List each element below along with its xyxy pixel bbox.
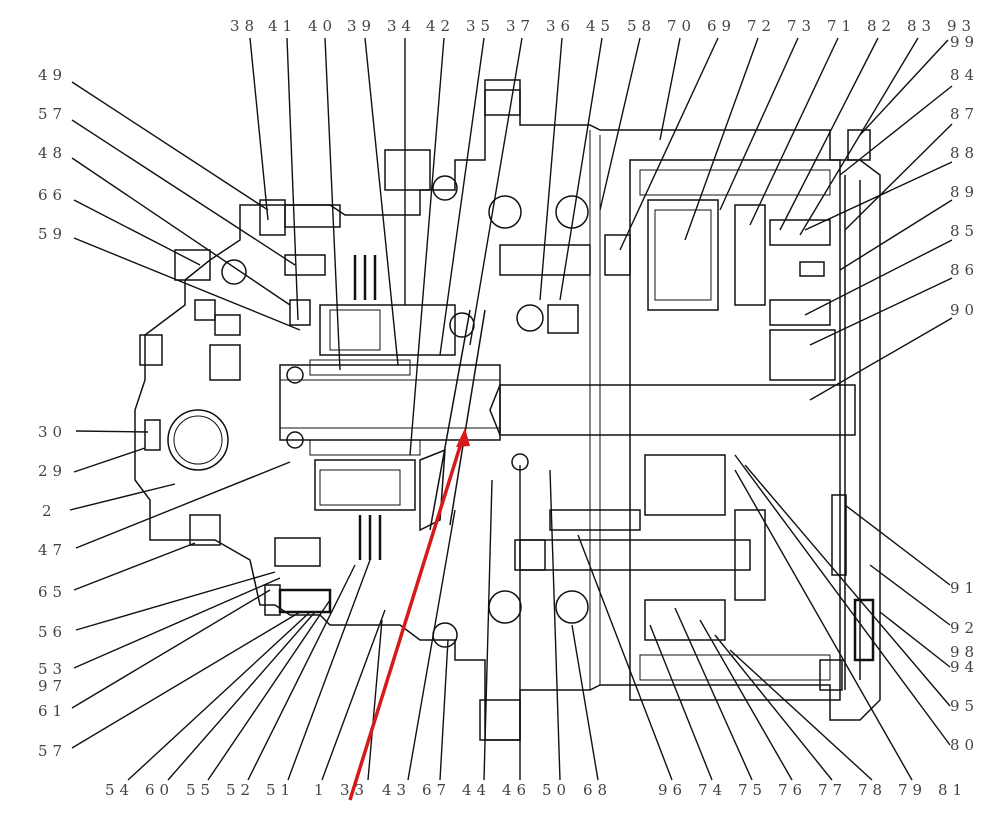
callout-label: 88 xyxy=(950,144,979,162)
main-shaft xyxy=(499,384,856,436)
callout-label: 57 xyxy=(38,105,67,123)
callout-label: 94 xyxy=(950,658,979,676)
callout-label: 70 xyxy=(667,17,696,35)
callout-label: 72 xyxy=(747,17,776,35)
bearing-ball xyxy=(488,195,522,229)
planet-gear-upper xyxy=(647,199,719,311)
callout-label: 90 xyxy=(950,301,979,319)
callout-label: 60 xyxy=(145,781,174,799)
callout-label: 84 xyxy=(950,66,979,84)
callout-label: 77 xyxy=(818,781,847,799)
callout-label: 40 xyxy=(308,17,337,35)
relief-valve xyxy=(274,537,321,567)
callout-label: 99 xyxy=(950,33,979,51)
cylinder-block-lower xyxy=(314,459,416,511)
callout-label: 89 xyxy=(950,183,979,201)
callout-label: 59 xyxy=(38,225,67,243)
callout-label: 86 xyxy=(950,261,979,279)
callout-label: 52 xyxy=(226,781,255,799)
callout-label: 39 xyxy=(347,17,376,35)
callout-label: 69 xyxy=(707,17,736,35)
callout-label: 37 xyxy=(506,17,535,35)
callout-label: 80 xyxy=(950,736,979,754)
callout-label: 46 xyxy=(502,781,531,799)
callout-label: 29 xyxy=(38,462,67,480)
ring-gear-housing xyxy=(629,159,841,701)
callout-label: 30 xyxy=(38,423,67,441)
callout-label: 35 xyxy=(466,17,495,35)
callout-label: 54 xyxy=(105,781,134,799)
callout-label: 67 xyxy=(422,781,451,799)
callout-label: 71 xyxy=(827,17,856,35)
callout-label: 79 xyxy=(898,781,927,799)
callout-label: 48 xyxy=(38,144,67,162)
callout-label: 49 xyxy=(38,66,67,84)
mechanism-drawing xyxy=(134,79,881,741)
callout-label: 96 xyxy=(658,781,687,799)
callout-label: 75 xyxy=(738,781,767,799)
callout-label: 74 xyxy=(698,781,727,799)
callout-label: 45 xyxy=(586,17,615,35)
callout-label: 41 xyxy=(268,17,297,35)
callout-label: 76 xyxy=(778,781,807,799)
callout-label: 57 xyxy=(38,742,67,760)
callout-label: 66 xyxy=(38,186,67,204)
callout-label: 38 xyxy=(230,17,259,35)
callout-label: 73 xyxy=(787,17,816,35)
callout-label: 42 xyxy=(426,17,455,35)
highlight-arrow xyxy=(348,428,470,801)
leader-lines xyxy=(69,37,953,781)
callout-label: 91 xyxy=(950,579,979,597)
callout-label: 87 xyxy=(950,105,979,123)
callout-label: 97 xyxy=(38,677,67,695)
callout-label: 68 xyxy=(583,781,612,799)
callout-label: 95 xyxy=(950,697,979,715)
highlight-arrow-head xyxy=(456,428,470,447)
callout-label: 50 xyxy=(542,781,571,799)
callout-label: 61 xyxy=(38,702,67,720)
callout-label: 53 xyxy=(38,660,67,678)
cylinder-block-upper xyxy=(319,304,456,356)
callout-label: 2 xyxy=(42,502,57,520)
callout-label: 47 xyxy=(38,541,67,559)
callout-label: 98 xyxy=(950,643,979,661)
callout-label: 83 xyxy=(907,17,936,35)
callout-label: 82 xyxy=(867,17,896,35)
callout-label: 81 xyxy=(938,781,967,799)
callout-label: 65 xyxy=(38,583,67,601)
callout-label: 55 xyxy=(186,781,215,799)
callout-labels: 38 41 40 39 34 42 35 37 36 45 58 70 69 7… xyxy=(38,17,979,799)
callout-label: 34 xyxy=(387,17,416,35)
callout-label: 85 xyxy=(950,222,979,240)
left-housing xyxy=(134,79,881,741)
port-boss xyxy=(167,409,229,471)
callout-label: 36 xyxy=(546,17,575,35)
callout-label: 58 xyxy=(627,17,656,35)
callout-label: 56 xyxy=(38,623,67,641)
planet-gear-lower xyxy=(644,454,726,516)
callout-label: 43 xyxy=(382,781,411,799)
callout-label: 93 xyxy=(947,17,976,35)
highlight-arrow-shaft xyxy=(348,439,464,801)
callout-label: 78 xyxy=(858,781,887,799)
callout-label: 1 xyxy=(314,781,329,799)
callout-label: 92 xyxy=(950,619,979,637)
callout-label: 44 xyxy=(462,781,491,799)
callout-label: 51 xyxy=(266,781,295,799)
